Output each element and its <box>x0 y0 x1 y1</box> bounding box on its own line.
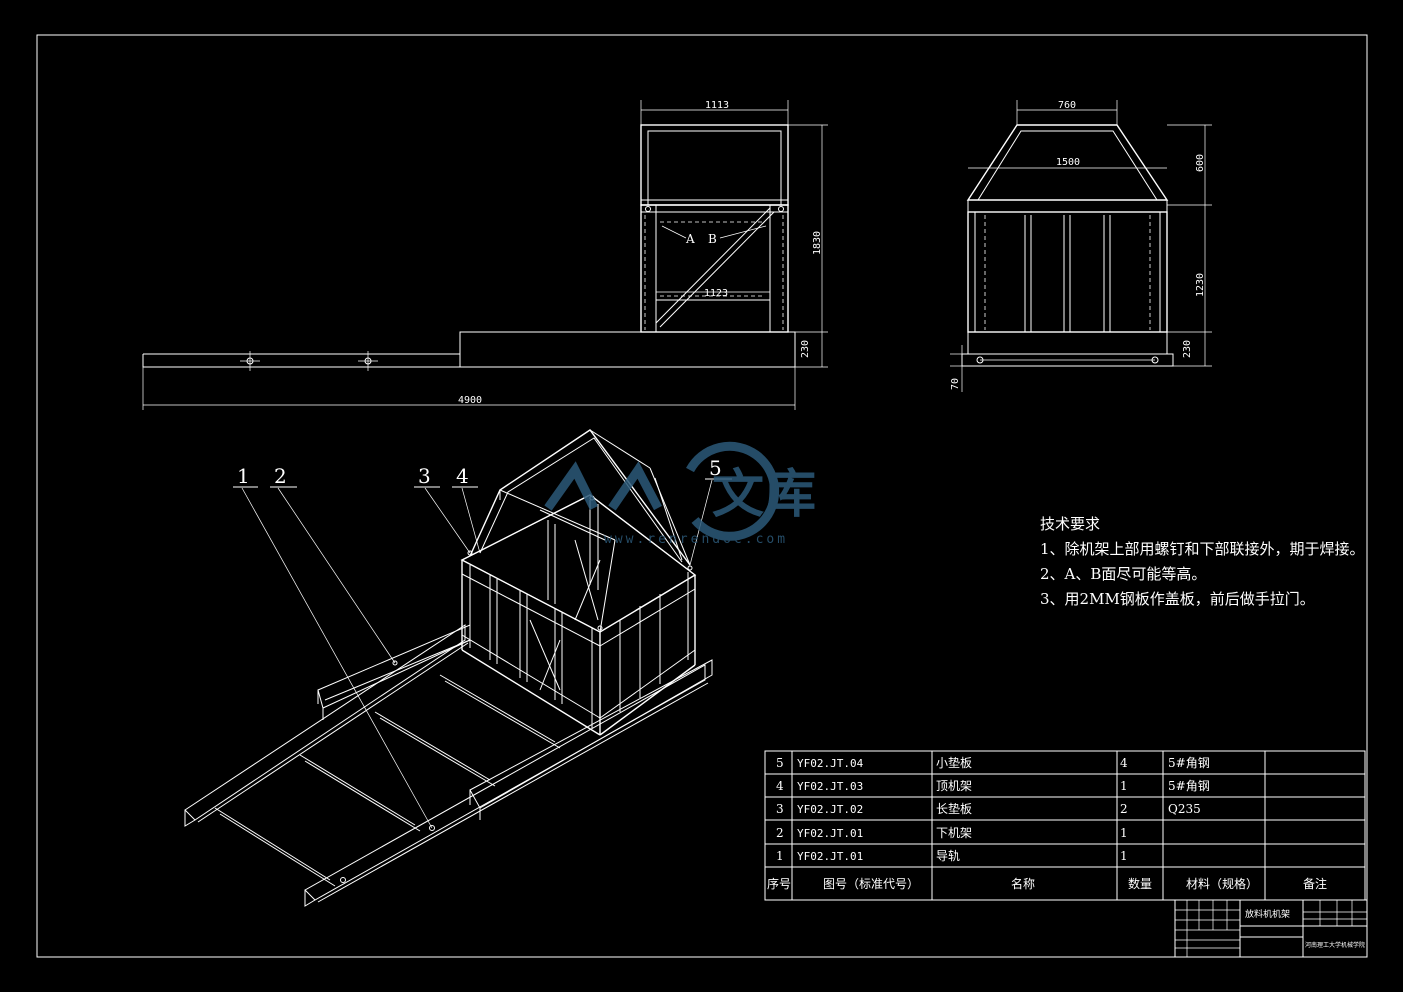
dim-side-body-height: 1230 <box>1195 273 1206 297</box>
bom-row-1-name: 小垫板 <box>936 755 972 770</box>
bom-row-3-no: 3 <box>776 802 784 816</box>
bom-row-1-code: YF02.JT.04 <box>797 757 864 770</box>
bom-row-5-qty: 1 <box>1120 849 1128 863</box>
title-school: 河南理工大学机械学院 <box>1305 941 1365 949</box>
dim-total-length: 4900 <box>458 395 482 406</box>
dim-side-small: 70 <box>950 378 961 390</box>
watermark-logo-icon <box>686 441 780 541</box>
bom-header-qty: 数量 <box>1128 876 1152 891</box>
watermark-url: www.renrendoc.com <box>604 532 788 547</box>
callout-5: 5 <box>709 456 722 480</box>
tech-requirement-1: 1、除机架上部用螺钉和下部联接外，期于焊接。 <box>1040 540 1365 558</box>
tech-requirement-3: 3、用2MM钢板作盖板，前后做手拉门。 <box>1040 590 1315 608</box>
bom-table: 5 YF02.JT.04 小垫板 4 5#角钢 4 YF02.JT.03 顶机架… <box>764 750 1366 901</box>
bom-row-2-no: 4 <box>776 779 784 793</box>
callout-3: 3 <box>418 464 431 488</box>
bom-header-code: 图号（标准代号） <box>823 877 919 891</box>
bom-row-4-code: YF02.JT.01 <box>797 827 863 840</box>
dim-front-base-height: 230 <box>800 340 811 358</box>
bom-row-1-no: 5 <box>776 756 784 770</box>
bom-row-5-name: 导轨 <box>936 849 960 863</box>
watermark: 文库 www.renrendoc.com <box>544 441 816 547</box>
bom-row-2-code: YF02.JT.03 <box>797 780 863 793</box>
bom-row-5-code: YF02.JT.01 <box>797 850 863 863</box>
dim-front-top-width: 1113 <box>705 100 729 111</box>
title-drawing-name: 放料机机架 <box>1245 908 1290 920</box>
face-label-a: A <box>685 232 695 246</box>
bom-row-2-name: 顶机架 <box>936 779 972 793</box>
bom-row-5-no: 1 <box>776 849 784 863</box>
bom-row-4-name: 下机架 <box>936 826 972 840</box>
dim-side-base-height: 230 <box>1182 340 1193 358</box>
bom-header-name: 名称 <box>1011 876 1035 891</box>
bom-row-3-name: 长垫板 <box>936 801 972 816</box>
bom-row-4-no: 2 <box>776 826 784 840</box>
bom-header-no: 序号 <box>767 876 791 891</box>
dim-side-mid-width: 1500 <box>1056 157 1080 168</box>
side-view: 760 1500 600 1230 230 70 <box>950 100 1212 392</box>
tech-requirements: 技术要求 1、除机架上部用螺钉和下部联接外，期于焊接。 2、A、B面尽可能等高。… <box>1040 512 1365 612</box>
bom-row-3-code: YF02.JT.02 <box>797 803 863 816</box>
bom-row-4-qty: 1 <box>1120 826 1128 840</box>
isometric-view: 1 2 3 4 5 <box>184 429 732 907</box>
face-label-b: B <box>708 232 717 246</box>
dim-front-inner-width: 1123 <box>704 288 728 299</box>
tech-requirements-title: 技术要求 <box>1040 515 1101 533</box>
tech-requirement-2: 2、A、B面尽可能等高。 <box>1040 565 1207 583</box>
bom-header-remarks: 备注 <box>1303 876 1327 891</box>
callout-4: 4 <box>456 464 469 488</box>
bom-row-1-qty: 4 <box>1120 756 1128 770</box>
drawing-border <box>36 34 1368 958</box>
watermark-brand: 文库 <box>712 465 816 525</box>
bom-row-1-material: 5#角钢 <box>1168 756 1210 770</box>
bom-row-3-qty: 2 <box>1120 802 1128 816</box>
dim-side-top-width: 760 <box>1058 100 1076 111</box>
title-block: 放料机机架 河南理工大学机械学院 <box>1174 899 1368 958</box>
bom-row-2-material: 5#角钢 <box>1168 779 1210 793</box>
dim-front-height: 1830 <box>812 231 823 255</box>
bom-row-3-material: Q235 <box>1168 802 1201 816</box>
callout-1: 1 <box>237 464 250 488</box>
dim-side-roof-height: 600 <box>1195 154 1206 172</box>
callout-2: 2 <box>274 464 287 488</box>
bom-header-material: 材料（规格） <box>1186 876 1258 891</box>
bom-row-2-qty: 1 <box>1120 779 1128 793</box>
front-view: A B 1113 1123 1830 230 4900 <box>142 100 828 410</box>
